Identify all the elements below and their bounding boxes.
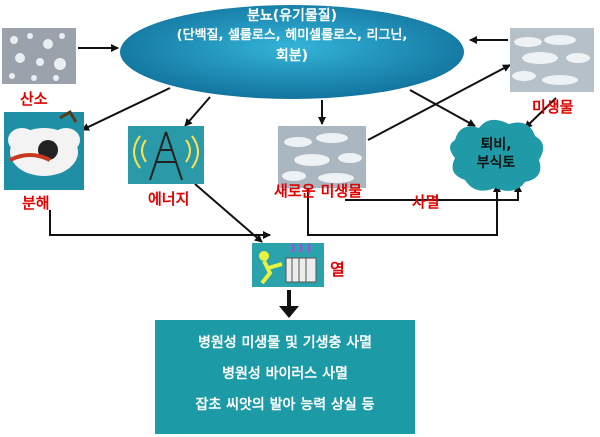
oxygen-picture [2,28,76,84]
center-line-3: 회분) [275,48,309,64]
arrow-decomposition-to-heat [49,210,271,239]
arrow-energy-to-heat [194,183,263,243]
decomposition-picture [4,109,84,190]
arrow-death-branch [345,184,522,201]
results-box: 병원성 미생물 및 기생충 사멸 병원성 바이러스 사멸 잡초 씨앗의 발아 능… [155,320,415,434]
microbes-picture [510,28,594,92]
label-compost: 퇴비, 부식토 [476,137,516,171]
result-item-1: 병원성 미생물 및 기생충 사멸 [197,335,373,351]
arrow-compost [409,89,476,127]
center-line-2: (단백질, 셀룰로스, 헤미셀룰로스, 리그닌, [176,28,408,43]
result-item-2: 병원성 바이러스 사멸 [222,366,348,382]
arrow-decomposition [81,87,171,131]
label-oxygen: 산소 [20,90,48,108]
heat-picture [252,243,324,287]
arrow-microbes-to-compost [524,97,557,129]
arrow-death-to-compost [307,184,501,236]
manure-ellipse [120,5,464,99]
arrow-newmicrobes-to-microbes [367,64,511,141]
center-text: 분뇨(유기물질) (단백질, 셀룰로스, 헤미셀룰로스, 리그닌, 회분) [140,6,444,66]
new-microbes-picture [278,126,366,188]
label-new-microbes: 새로운 미생물 [274,182,363,200]
label-microbes: 미생물 [532,98,574,116]
energy-picture [128,126,204,184]
center-line-1: 분뇨(유기물질) [246,8,338,24]
label-energy: 에너지 [148,190,190,208]
label-heat: 열 [330,260,345,279]
compost-cloud [450,119,544,191]
label-decomposition: 분해 [22,194,50,212]
arrow-energy [184,96,211,127]
label-death: 사멸 [412,193,440,211]
arrow-heat-head [279,306,299,318]
result-item-3: 잡초 씨앗의 발아 능력 상실 등 [195,397,375,413]
